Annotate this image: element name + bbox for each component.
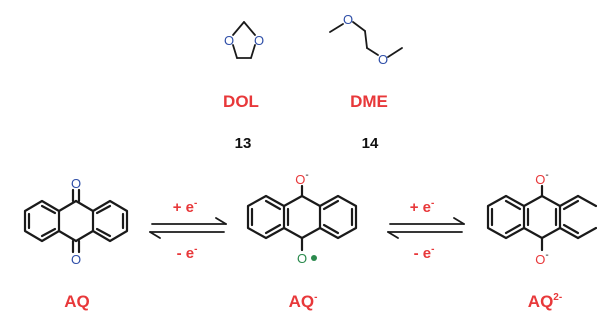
- compound-number-14: 14: [362, 135, 379, 152]
- dme-structure: O O: [329, 12, 403, 67]
- aq-structure: O O: [23, 176, 129, 267]
- label-aq-radical-anion: AQ-: [289, 292, 318, 311]
- dol-oxygen-left: O: [224, 33, 234, 48]
- aq-oxygen-bottom: O: [71, 252, 81, 267]
- dol-oxygen-right: O: [254, 33, 264, 48]
- equilibrium-arrow-2: [387, 217, 465, 239]
- arrow1-forward-label: + e-: [173, 198, 198, 216]
- aq1-oxygen-bottom: O: [297, 251, 307, 266]
- label-aq: AQ: [64, 292, 90, 311]
- dol-label: DOL: [223, 92, 259, 111]
- aq1-oxygen-top: O-: [295, 170, 308, 187]
- label-aq-dianion: AQ2-: [528, 292, 562, 311]
- equilibrium-arrow-1: [149, 217, 227, 239]
- aq2-oxygen-bottom: O-: [535, 250, 548, 267]
- dme-oxygen-top: O: [343, 12, 353, 27]
- radical-dot-icon: [311, 255, 317, 261]
- aq-radical-anion-structure: O- O: [246, 170, 358, 266]
- dol-structure: O O: [224, 21, 264, 59]
- dme-oxygen-bottom: O: [378, 52, 388, 67]
- dme-label: DME: [350, 92, 388, 111]
- arrow1-reverse-label: - e-: [177, 244, 198, 262]
- aq-dianion-structure: O- O-: [486, 170, 597, 267]
- aq2-oxygen-top: O-: [535, 170, 548, 187]
- aq-oxygen-top: O: [71, 176, 81, 191]
- arrow2-forward-label: + e-: [410, 198, 435, 216]
- arrow2-reverse-label: - e-: [414, 244, 435, 262]
- compound-number-13: 13: [235, 135, 252, 152]
